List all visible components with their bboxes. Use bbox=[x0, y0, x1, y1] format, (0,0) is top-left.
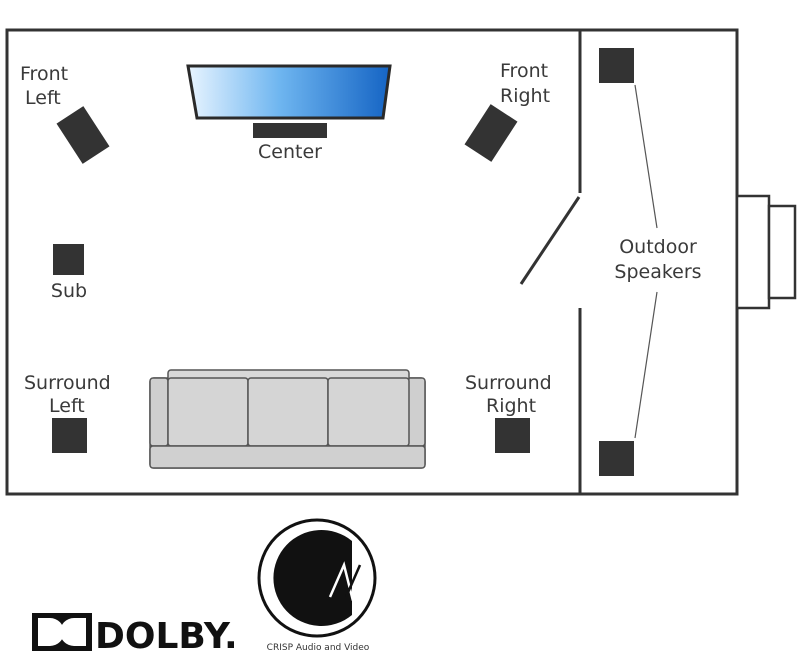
subwoofer bbox=[53, 244, 84, 275]
outdoor-label-line2: Speakers bbox=[614, 261, 701, 283]
outdoor-speaker-bottom bbox=[599, 441, 634, 476]
outdoor-connector-bottom bbox=[634, 291, 658, 439]
surround-right-speaker bbox=[495, 418, 530, 453]
front-right-label-line1: Front bbox=[500, 60, 548, 82]
surround-left-label-line1: Surround bbox=[24, 372, 111, 394]
front-right-label-line2: Right bbox=[500, 85, 550, 107]
front-right-speaker bbox=[464, 104, 518, 162]
surround-right-label-line2: Right bbox=[486, 395, 536, 417]
crisp-wordmark: CRISP Audio and Video bbox=[267, 643, 370, 653]
tv-screen bbox=[186, 64, 392, 120]
outdoor-speaker-top bbox=[599, 48, 634, 83]
sofa bbox=[149, 369, 426, 469]
dolby-logo: DOLBY. bbox=[32, 613, 238, 657]
surround-left-label-line2: Left bbox=[49, 395, 85, 417]
exterior-step-outer bbox=[735, 194, 771, 310]
outdoor-connector-top bbox=[634, 84, 658, 229]
surround-left-speaker bbox=[52, 418, 87, 453]
sub-label: Sub bbox=[51, 280, 87, 302]
surround-right-label-line1: Surround bbox=[465, 372, 552, 394]
front-left-speaker bbox=[56, 106, 110, 164]
front-left-label-line1: Front bbox=[20, 63, 68, 85]
exterior-step-inner bbox=[767, 204, 797, 300]
outdoor-label-line1: Outdoor bbox=[619, 236, 697, 258]
front-left-label-line2: Left bbox=[25, 87, 61, 109]
center-speaker bbox=[253, 123, 327, 138]
center-label: Center bbox=[258, 141, 322, 163]
dolby-wordmark: DOLBY. bbox=[95, 616, 238, 657]
door bbox=[519, 196, 581, 285]
crisp-logo: CRISP Audio and Video bbox=[257, 518, 377, 653]
